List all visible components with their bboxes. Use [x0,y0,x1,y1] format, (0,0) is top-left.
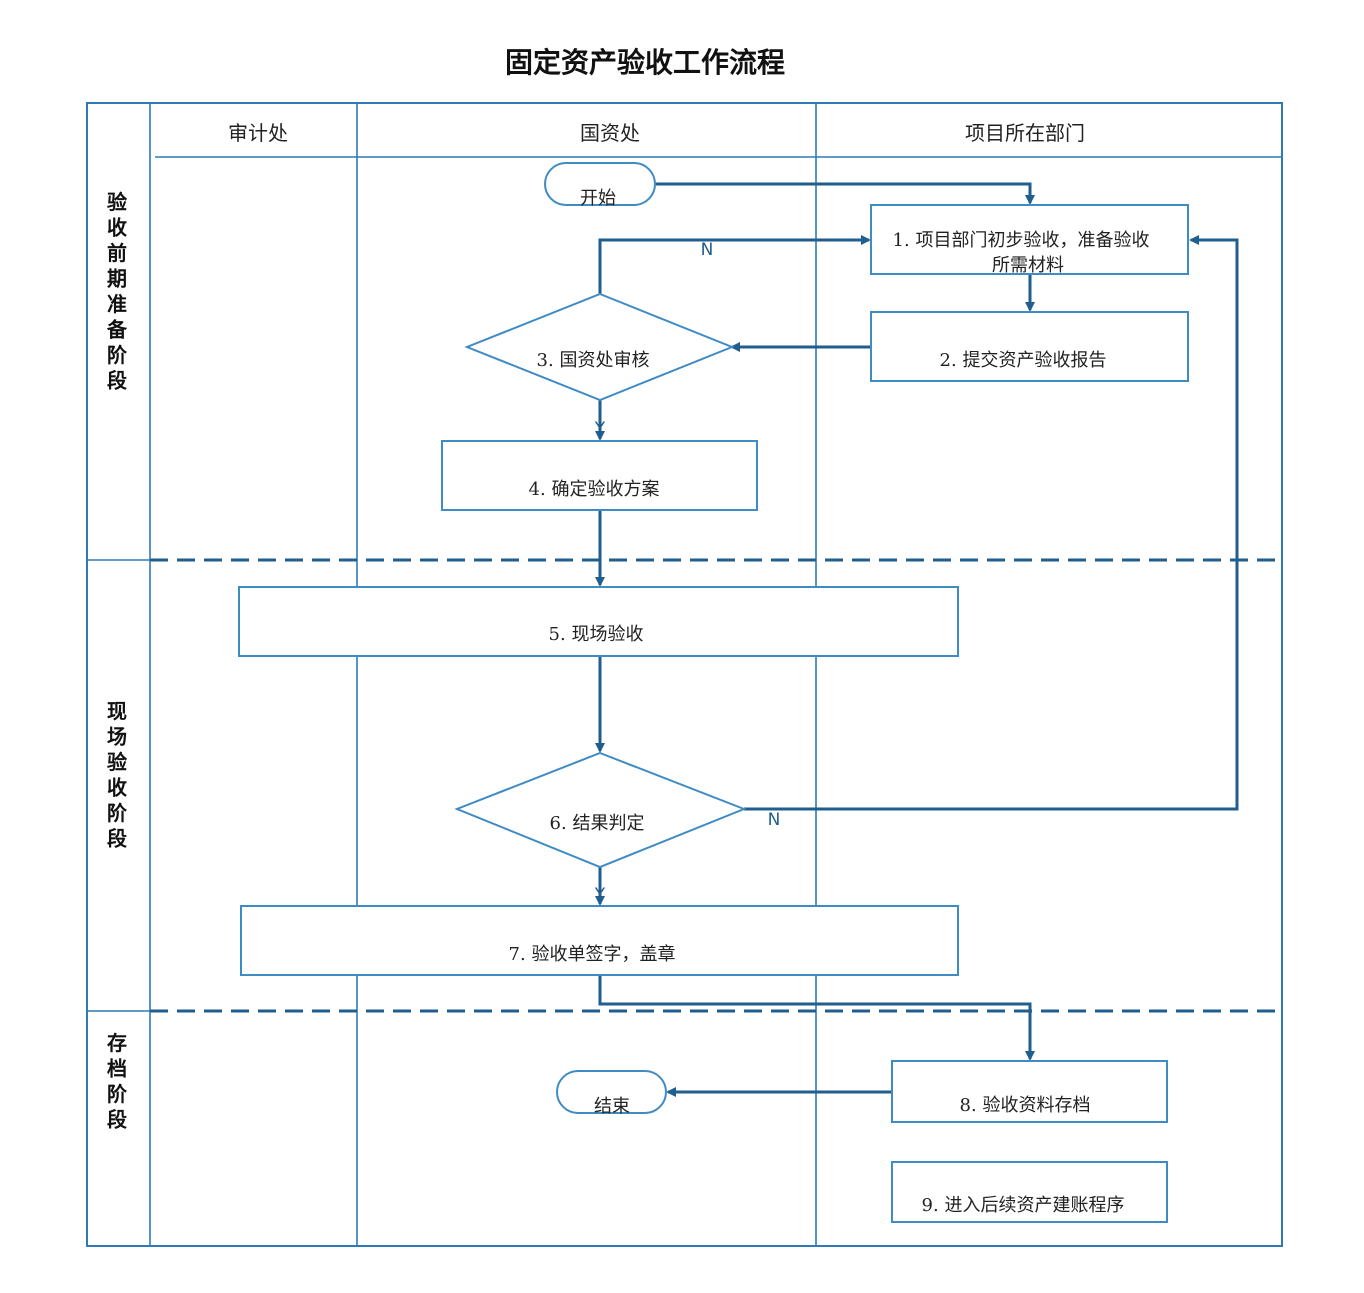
lane-header-audit: 审计处 [228,121,288,145]
connector-6-no-to-1 [744,235,1239,811]
end-label: 结束 [594,1096,630,1117]
end-terminator [556,1070,667,1114]
node-7-label: 7. 验收单签字，盖章 [509,944,676,965]
node-6-label: 6. 结果判定 [550,813,645,834]
node-9-follow-up-accounting [891,1161,1168,1223]
node-3-label: 3. 国资处审核 [537,350,650,371]
start-terminator [544,162,656,206]
phase-label-archive: 存档阶段 [107,1031,128,1132]
node-1-label-line2: 所需材料 [992,255,1064,276]
node-2-submit-report [870,311,1189,382]
node-8-archive-documents [891,1060,1168,1123]
node-7-sign-and-seal [240,905,959,976]
node-6-result-decision [454,751,747,869]
node-3-review-decision [464,292,735,402]
node-9-label: 9. 进入后续资产建账程序 [922,1195,1125,1216]
node-6-yes-label: Y [594,885,606,905]
phase-label-onsite: 现场验收阶段 [107,699,128,851]
node-4-acceptance-plan [441,440,758,511]
connector-7-to-8 [598,975,1035,1061]
chart-title: 固定资产验收工作流程 [505,46,785,79]
outer-frame [86,102,1283,1247]
node-8-label: 8. 验收资料存档 [960,1095,1091,1116]
connector-3-no-to-1 [598,235,871,294]
phase-label-preparation: 验收前期准备阶段 [106,190,128,393]
node-5-label: 5. 现场验收 [549,624,644,645]
lane-header-asset-office: 国资处 [580,121,640,145]
node-5-onsite-acceptance [238,586,959,657]
node-4-label: 4. 确定验收方案 [529,479,660,500]
start-label: 开始 [580,188,616,209]
node-1-label-line1: 1. 项目部门初步验收，准备验收 [893,230,1150,251]
node-1-preliminary-acceptance [870,204,1189,275]
connector-start-to-1 [655,182,1035,205]
node-2-label: 2. 提交资产验收报告 [940,350,1107,371]
node-3-yes-label: Y [594,419,606,439]
node-3-no-label: N [701,240,714,260]
node-6-no-label: N [768,810,781,830]
lane-header-project-dept: 项目所在部门 [965,121,1085,145]
